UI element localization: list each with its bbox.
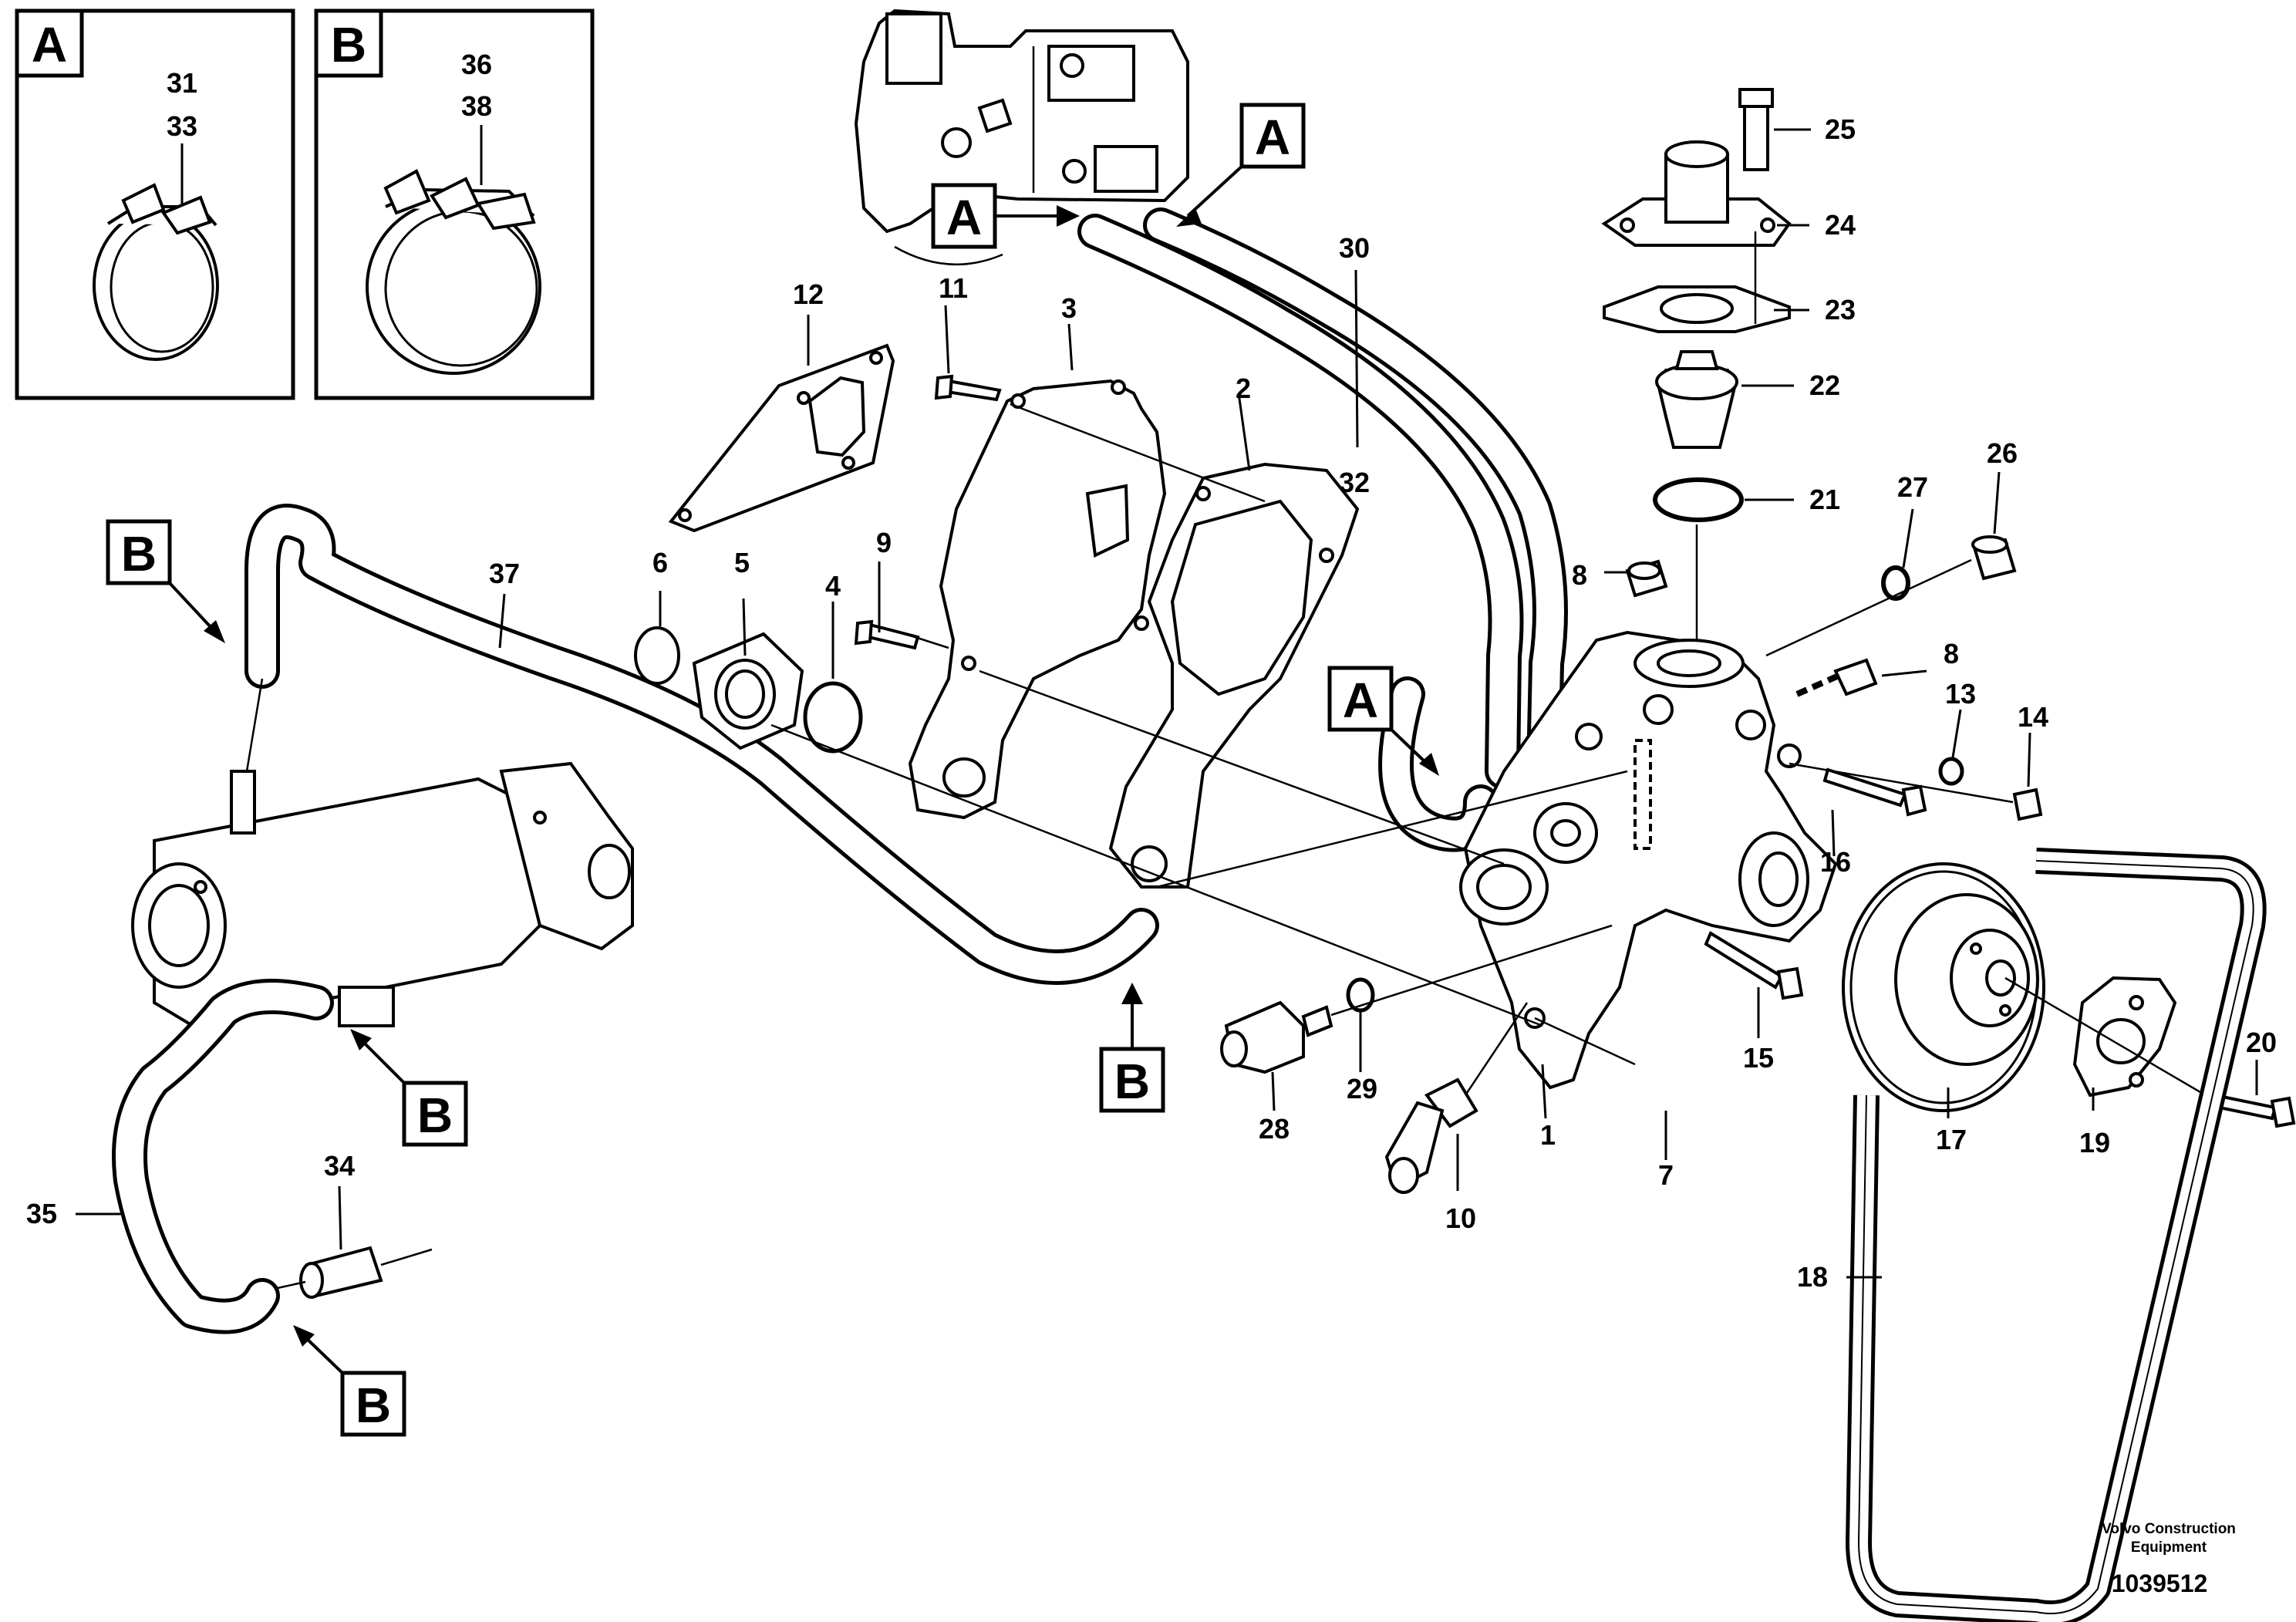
callout-13: 13 bbox=[1945, 678, 1976, 710]
bolts-9-11 bbox=[854, 374, 1002, 650]
plugs-8-26-27 bbox=[1625, 535, 2017, 696]
callout-37: 37 bbox=[489, 558, 520, 589]
hose-37 bbox=[244, 504, 1159, 985]
ref-box-a-egr-left: A bbox=[931, 183, 1080, 249]
callout-15: 15 bbox=[1743, 1042, 1774, 1074]
callout-35: 35 bbox=[26, 1198, 57, 1229]
inset-a: A 31 33 bbox=[15, 8, 295, 400]
ref-box-a-egr-right: A bbox=[1176, 103, 1306, 227]
callout-3: 3 bbox=[1061, 292, 1077, 324]
callout-31: 31 bbox=[167, 67, 197, 99]
ref-box-b-cooler: B bbox=[350, 1029, 468, 1147]
callout-26: 26 bbox=[1987, 437, 2018, 469]
callout-25: 25 bbox=[1825, 113, 1856, 145]
seals-4-5-6 bbox=[634, 626, 863, 754]
callout-24: 24 bbox=[1825, 209, 1856, 241]
callout-20: 20 bbox=[2246, 1027, 2277, 1058]
hose-35 bbox=[112, 979, 334, 1334]
callout-11: 11 bbox=[939, 272, 968, 304]
callout-2: 2 bbox=[1236, 373, 1251, 404]
document-number: 1039512 bbox=[2112, 1570, 2208, 1597]
ref-b3-letter: B bbox=[417, 1088, 453, 1143]
ref-a2-letter: A bbox=[1255, 110, 1290, 165]
callout-7: 7 bbox=[1658, 1159, 1674, 1191]
inset-a-letter: A bbox=[32, 17, 67, 73]
credit-line-1: Volvo Construction bbox=[2102, 1521, 2236, 1537]
ref-box-b-hose37-bottom: B bbox=[1099, 983, 1165, 1113]
fitting-34 bbox=[277, 1246, 433, 1299]
ref-a1-letter: A bbox=[946, 190, 982, 245]
ref-box-b-hose37-top: B bbox=[106, 519, 225, 643]
callout-23: 23 bbox=[1825, 294, 1856, 325]
callouts: 1 2 3 4 5 6 7 8 8 9 10 11 12 13 14 15 16… bbox=[26, 113, 2277, 1293]
ref-b2-letter: B bbox=[1114, 1054, 1150, 1109]
callout-19: 19 bbox=[2079, 1127, 2110, 1158]
callout-38: 38 bbox=[461, 90, 492, 122]
callout-32: 32 bbox=[1339, 467, 1370, 498]
callout-34: 34 bbox=[324, 1150, 355, 1182]
callout-6: 6 bbox=[652, 547, 668, 578]
callout-27: 27 bbox=[1897, 471, 1928, 503]
inset-b: B 36 38 bbox=[314, 8, 595, 400]
ref-box-b-hose35: B bbox=[293, 1325, 406, 1437]
ref-b1-letter: B bbox=[121, 526, 157, 582]
inset-b-letter: B bbox=[331, 17, 366, 73]
drive-belt-18 bbox=[1846, 848, 2267, 1622]
callout-10: 10 bbox=[1445, 1202, 1476, 1234]
callout-33: 33 bbox=[167, 110, 197, 142]
gasket-12 bbox=[668, 343, 895, 533]
leader-lines bbox=[770, 403, 1636, 1066]
callout-9: 9 bbox=[876, 527, 892, 558]
water-pump-housing bbox=[1459, 630, 1868, 1090]
pulley-17 bbox=[1842, 862, 2045, 1112]
callout-12: 12 bbox=[793, 278, 824, 310]
callout-17: 17 bbox=[1936, 1124, 1967, 1155]
callout-29: 29 bbox=[1347, 1073, 1377, 1104]
callout-14: 14 bbox=[2018, 701, 2048, 733]
callout-8-left: 8 bbox=[1572, 559, 1587, 591]
callout-16: 16 bbox=[1820, 846, 1851, 878]
plate-3 bbox=[908, 379, 1167, 820]
callout-21: 21 bbox=[1809, 484, 1840, 515]
hose-clamp-small-icon bbox=[93, 183, 219, 361]
egr-cooler bbox=[131, 761, 634, 1028]
callout-4: 4 bbox=[825, 570, 841, 602]
callout-18: 18 bbox=[1797, 1261, 1828, 1293]
ref-b4-letter: B bbox=[356, 1378, 391, 1433]
callout-22: 22 bbox=[1809, 369, 1840, 401]
callout-30: 30 bbox=[1339, 232, 1370, 264]
callout-8-right: 8 bbox=[1944, 638, 1959, 669]
gasket-2 bbox=[1108, 462, 1360, 889]
hose-clamp-large-icon bbox=[366, 169, 541, 375]
ref-box-a-pump: A bbox=[1327, 666, 1439, 776]
thermostat-stack bbox=[1601, 88, 1792, 640]
ref-a3-letter: A bbox=[1343, 673, 1378, 728]
bolts-13-16 bbox=[1704, 757, 2043, 1000]
fan-hub-19 bbox=[2004, 976, 2296, 1128]
hose-30-32 bbox=[1077, 207, 1568, 852]
publisher-credit: Volvo Construction Equipment 1039512 bbox=[2102, 1521, 2236, 1597]
egr-valve bbox=[854, 8, 1189, 266]
callout-5: 5 bbox=[734, 547, 750, 578]
callout-36: 36 bbox=[461, 49, 492, 80]
credit-line-2: Equipment bbox=[2131, 1539, 2207, 1556]
callout-1: 1 bbox=[1540, 1119, 1556, 1151]
callout-28: 28 bbox=[1259, 1113, 1290, 1145]
